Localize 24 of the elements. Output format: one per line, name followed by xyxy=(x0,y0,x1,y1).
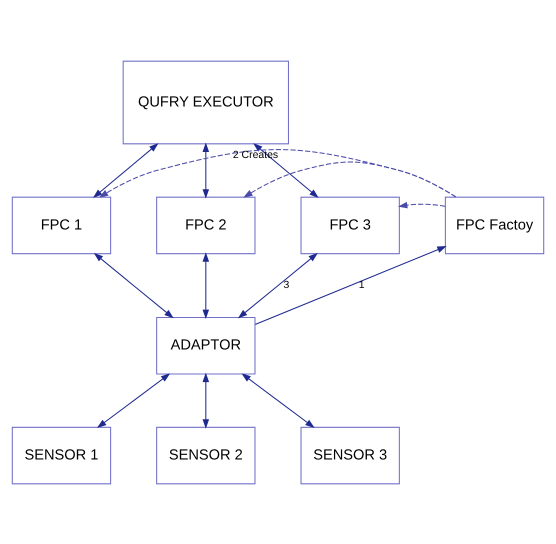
arrow xyxy=(255,246,447,324)
edge-label: 3 xyxy=(283,280,290,291)
edge-label: 1 xyxy=(358,280,365,291)
arrow xyxy=(202,252,210,318)
arrow xyxy=(202,142,210,198)
arrow xyxy=(398,201,446,208)
node-box: SENSOR 2 xyxy=(156,426,256,484)
node-box: ADAPTOR xyxy=(156,316,256,374)
node-box: SENSOR 3 xyxy=(300,426,400,484)
node-box: FPC 1 xyxy=(12,196,112,254)
node-box: SENSOR 1 xyxy=(12,426,112,484)
node-box: QUFRY EXECUTOR xyxy=(122,60,289,144)
node-box: FPC 3 xyxy=(300,196,400,254)
arrow xyxy=(96,372,170,428)
arrow xyxy=(253,142,319,198)
arrow xyxy=(94,252,174,318)
arrow xyxy=(202,372,210,428)
arrow xyxy=(238,252,318,318)
arrow xyxy=(98,148,456,198)
node-box: FPC 2 xyxy=(156,196,256,254)
arrow xyxy=(243,161,456,198)
arrow xyxy=(92,142,159,198)
node-box: FPC Factoy xyxy=(444,196,544,254)
arrow xyxy=(241,372,315,428)
